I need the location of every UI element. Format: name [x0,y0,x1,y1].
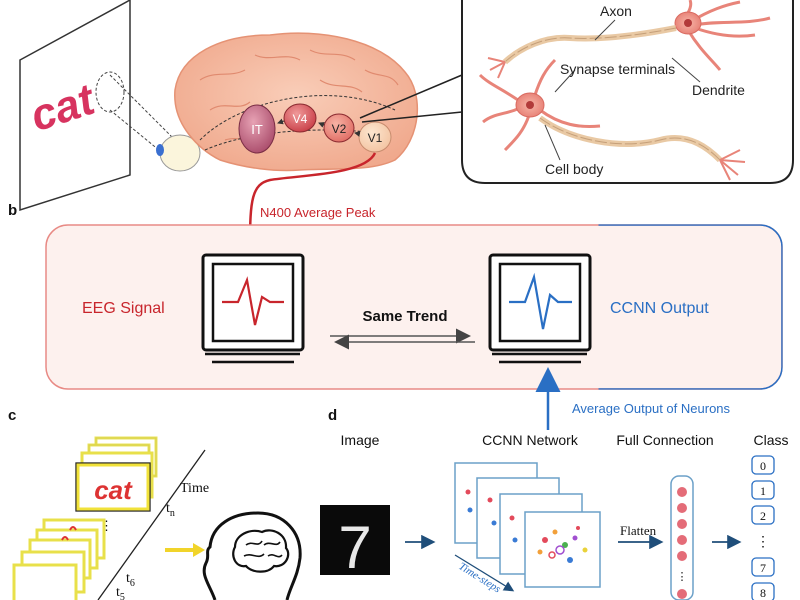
class-box [751,455,775,475]
fc-column: ⋮ [670,475,694,600]
brain-folds [199,49,399,142]
svg-text:⋮: ⋮ [677,571,688,583]
cellbody-label: Cell body [545,161,603,177]
area-it [238,104,276,154]
panel-a: cat IT V4 V2 V1 [19,0,794,250]
ccnn-monitor [488,253,592,364]
digit-glyph: 7 [338,514,371,581]
ccnn-waveform [509,272,572,330]
brain-outline-icon [232,529,290,573]
neuron-box [461,0,794,184]
network-header: CCNN Network [482,432,579,448]
t6-label: t6 [126,571,135,589]
area-v2 [323,113,355,143]
fc-header: Full Connection [616,432,713,448]
card-stack-top: cat [75,436,158,512]
tn-label: tn [166,501,175,519]
panel-b: b EEG Signal Same Trend CCNN Output Aver… [8,202,783,430]
arrow-v2-v4 [318,122,325,128]
card-stack-bottom [12,518,106,600]
focus-ellipse [95,71,125,113]
area-v4 [283,103,317,133]
card-word: cat [94,475,133,505]
image-header: Image [341,432,380,448]
axon-pointer [594,19,616,41]
synapse-label: Synapse terminals [560,61,675,77]
panel-c-tag: c [8,407,16,424]
sight-line-bottom [109,109,166,156]
arrow-v1-v2 [354,131,361,137]
arrow-v4-it [277,118,285,125]
callout-line-2 [361,111,463,123]
dendrite-pointer [671,57,701,83]
dendrite-label: Dendrite [692,82,745,98]
neuron-right [487,0,771,79]
class-label: 2 [760,509,766,523]
eeg-label: EEG Signal [82,300,165,317]
digit-image [320,505,390,575]
cellbody-pointer [544,124,561,161]
t5-label: t5 [116,585,125,600]
head-icon [202,511,302,600]
area-v4-label: V4 [293,112,308,126]
class-box [751,557,775,577]
panel-d-tag: d [328,407,337,424]
time-label: Time [180,481,209,496]
sight-line-top [109,74,176,141]
area-v2-label: V2 [332,122,347,136]
area-v1-label: V1 [368,131,383,145]
eeg-monitor [201,253,305,364]
panel-c: c Time tn t6 t5 ⋮ cat [8,407,302,600]
n400-arrow [237,152,377,250]
avg-output-label: Average Output of Neurons [572,401,731,416]
class-header: Class [753,432,788,448]
n400-label: N400 Average Peak [260,205,376,220]
class-box [751,582,775,600]
area-v1 [358,121,392,153]
axon-label: Axon [600,3,632,19]
class-ellipsis: ⋮ [756,533,770,549]
pupil-icon [156,144,164,156]
same-trend-label: Same Trend [362,308,447,325]
ccnn-output-label: CCNN Output [610,300,709,317]
class-boxes: 0 1 2 ⋮ 7 8 [751,455,775,600]
area-it-label: IT [251,122,263,137]
synapse-pointer [554,69,576,93]
eeg-waveform [222,276,284,326]
class-label: 1 [760,484,766,498]
neuron-left [478,58,746,181]
class-box [751,480,775,500]
panel-b-tag: b [8,202,17,219]
time-axis [97,449,206,600]
class-label: 7 [760,561,766,575]
panel-d: d Image CCNN Network Full Connection Cla… [320,407,789,600]
stimulus-card [19,0,131,212]
callout-line-1 [359,74,463,119]
yellow-arrow-head [193,543,205,557]
stream-line-1 [199,95,396,141]
flatten-label: Flatten [620,523,657,538]
class-box [751,505,775,525]
class-label: 0 [760,459,766,473]
time-steps-label: Time-steps [456,560,502,595]
class-label: 8 [760,586,766,600]
network-frames [454,462,601,588]
time-steps-arrow [454,554,515,592]
